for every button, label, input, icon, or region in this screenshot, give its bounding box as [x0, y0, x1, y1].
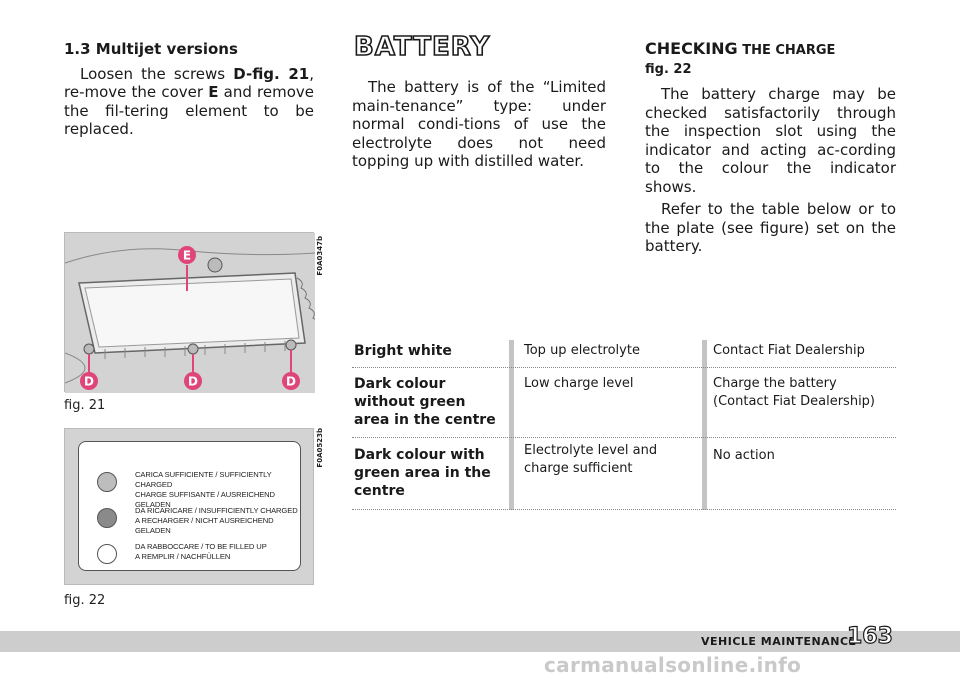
ref-cover-e: E: [208, 83, 219, 101]
charge-indicator-table: Bright white Top up electrolyte Contact …: [352, 340, 896, 510]
label-e: E: [183, 249, 191, 263]
footer-section-label: VEHICLE MAINTENANCE: [701, 635, 857, 648]
fig22-caption: fig. 22: [64, 593, 106, 608]
fig22-code: F0A0523b: [316, 428, 324, 468]
left-column: 1.3 Multijet versions Loosen the screws …: [64, 40, 314, 143]
indicator-dot-insufficient-icon: [97, 508, 117, 528]
multijet-paragraph: Loosen the screws D-fig. 21, re-move the…: [64, 64, 314, 139]
checking-title: CHECKING THE CHARGE: [645, 39, 836, 58]
battery-charge-plate: CARICA SUFFICIENTE / SUFFICIENTLY CHARGE…: [78, 441, 301, 571]
table-row: Dark colour without green area in the ce…: [352, 368, 896, 438]
checking-fig-ref: fig. 22: [645, 61, 692, 77]
fig21-caption: fig. 21: [64, 398, 106, 413]
checking-paragraph-2: Refer to the table below or to the plate…: [645, 200, 896, 255]
ref-d-fig21: D-fig. 21: [233, 64, 310, 83]
fig21-illustration: E D D D: [64, 232, 319, 393]
plate-row-sufficient: CARICA SUFFICIENTE / SUFFICIENTLY CHARGE…: [79, 468, 300, 509]
battery-title: BATTERY: [353, 31, 491, 63]
checking-paragraph-1: The battery charge may be checked satisf…: [645, 85, 896, 196]
fig22-illustration: CARICA SUFFICIENTE / SUFFICIENTLY CHARGE…: [64, 428, 314, 585]
table-separator-1: [509, 340, 514, 510]
label-d-middle: D: [188, 375, 198, 389]
checking-column: CHECKING THE CHARGE fig. 22 The battery …: [645, 39, 896, 260]
indicator-dot-fill-up-icon: [97, 544, 117, 564]
table-separator-2: [702, 340, 707, 510]
footer-bar: [0, 631, 960, 652]
indicator-dot-sufficient-icon: [97, 472, 117, 492]
battery-paragraph: The battery is of the “Limited main-tena…: [352, 78, 606, 170]
label-d-left: D: [84, 375, 94, 389]
label-d-right: D: [286, 375, 296, 389]
fig21-code: F0A0347b: [316, 236, 324, 276]
table-row: Dark colour with green area in the centr…: [352, 438, 896, 510]
battery-column: The battery is of the “Limited main-tena…: [352, 78, 606, 175]
table-row: Bright white Top up electrolyte Contact …: [352, 340, 896, 368]
air-filter-cover-drawing: E D D D: [64, 233, 319, 393]
section-heading-multijet: 1.3 Multijet versions: [64, 40, 238, 58]
watermark: carmanualsonline.info: [544, 653, 802, 677]
page-number: 163: [846, 623, 893, 649]
